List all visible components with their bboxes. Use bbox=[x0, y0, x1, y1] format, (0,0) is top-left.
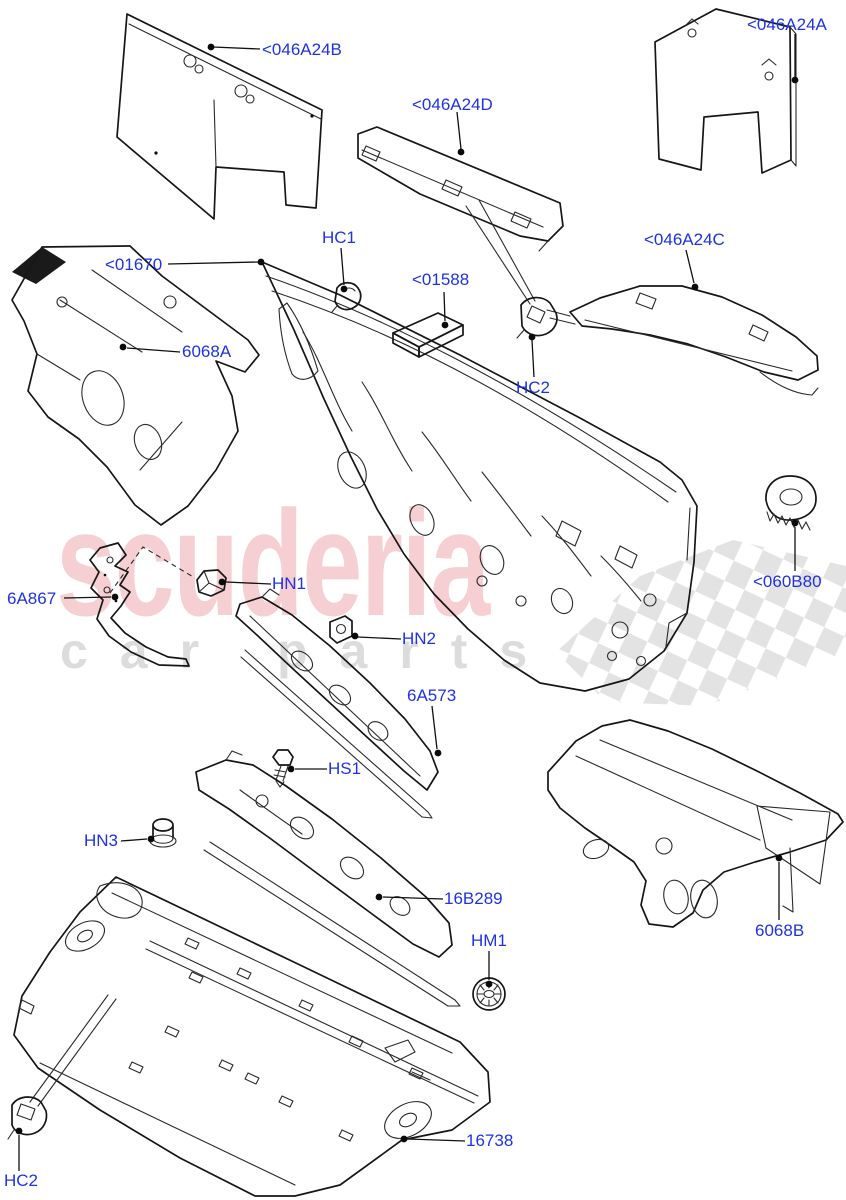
part-label-HC2-bottom[interactable]: HC2 bbox=[4, 1171, 39, 1190]
part-label-6068A[interactable]: 6068A bbox=[182, 342, 232, 361]
part-drawing-HN1-nut bbox=[196, 569, 227, 597]
part-label-01670[interactable]: <01670 bbox=[105, 255, 163, 274]
watermark-checkered-flag bbox=[556, 540, 846, 706]
watermark-subtitle-text: car parts bbox=[60, 623, 560, 679]
part-label-HN1[interactable]: HN1 bbox=[272, 574, 307, 593]
part-label-046A24D[interactable]: <046A24D bbox=[412, 95, 493, 114]
part-drawing-046A24C bbox=[546, 285, 819, 396]
part-label-060B80[interactable]: <060B80 bbox=[753, 572, 822, 591]
part-drawing-046A24B bbox=[116, 13, 323, 220]
part-drawing-6A573 bbox=[235, 588, 439, 819]
part-label-HC2-top[interactable]: HC2 bbox=[516, 378, 551, 397]
part-drawing-01588-pad bbox=[392, 312, 464, 358]
part-drawing-HS1-screw bbox=[272, 749, 294, 788]
part-label-16738[interactable]: 16738 bbox=[466, 1131, 514, 1150]
part-drawing-16738 bbox=[13, 876, 491, 1197]
part-label-HC1[interactable]: HC1 bbox=[322, 228, 357, 247]
part-label-HM1[interactable]: HM1 bbox=[471, 931, 507, 950]
part-label-046A24B[interactable]: <046A24B bbox=[262, 40, 342, 59]
part-label-6A867[interactable]: 6A867 bbox=[7, 589, 57, 608]
part-drawing-HN2-bracket bbox=[329, 615, 353, 644]
part-label-046A24C[interactable]: <046A24C bbox=[644, 230, 725, 249]
part-drawing-060B80 bbox=[765, 475, 817, 531]
part-label-HN2[interactable]: HN2 bbox=[402, 629, 437, 648]
part-drawing-HN3-nut bbox=[149, 818, 177, 848]
part-label-046A24A[interactable]: <046A24A bbox=[747, 15, 827, 34]
part-label-HS1[interactable]: HS1 bbox=[328, 759, 362, 778]
part-drawing-HC2-bottom-clip bbox=[7, 1096, 48, 1140]
part-label-6068B[interactable]: 6068B bbox=[755, 921, 805, 940]
part-drawing-6068B bbox=[547, 719, 844, 928]
part-drawing-HC2-top-clip bbox=[516, 296, 558, 339]
part-drawing-6068A bbox=[11, 245, 260, 526]
part-drawing-046A24D bbox=[357, 126, 564, 305]
part-drawing-046A24A bbox=[654, 8, 797, 174]
part-drawing-6A867 bbox=[89, 542, 196, 667]
leader-lines bbox=[15, 34, 799, 1171]
part-label-6A573[interactable]: 6A573 bbox=[407, 686, 457, 705]
part-label-HN3[interactable]: HN3 bbox=[84, 831, 119, 850]
part-label-16B289[interactable]: 16B289 bbox=[444, 889, 503, 908]
part-drawing-16B289 bbox=[195, 750, 461, 1007]
watermark-brand-text: scuderia bbox=[56, 479, 490, 647]
part-drawing-dash-panel bbox=[261, 261, 698, 692]
part-label-01588[interactable]: <01588 bbox=[412, 270, 470, 289]
